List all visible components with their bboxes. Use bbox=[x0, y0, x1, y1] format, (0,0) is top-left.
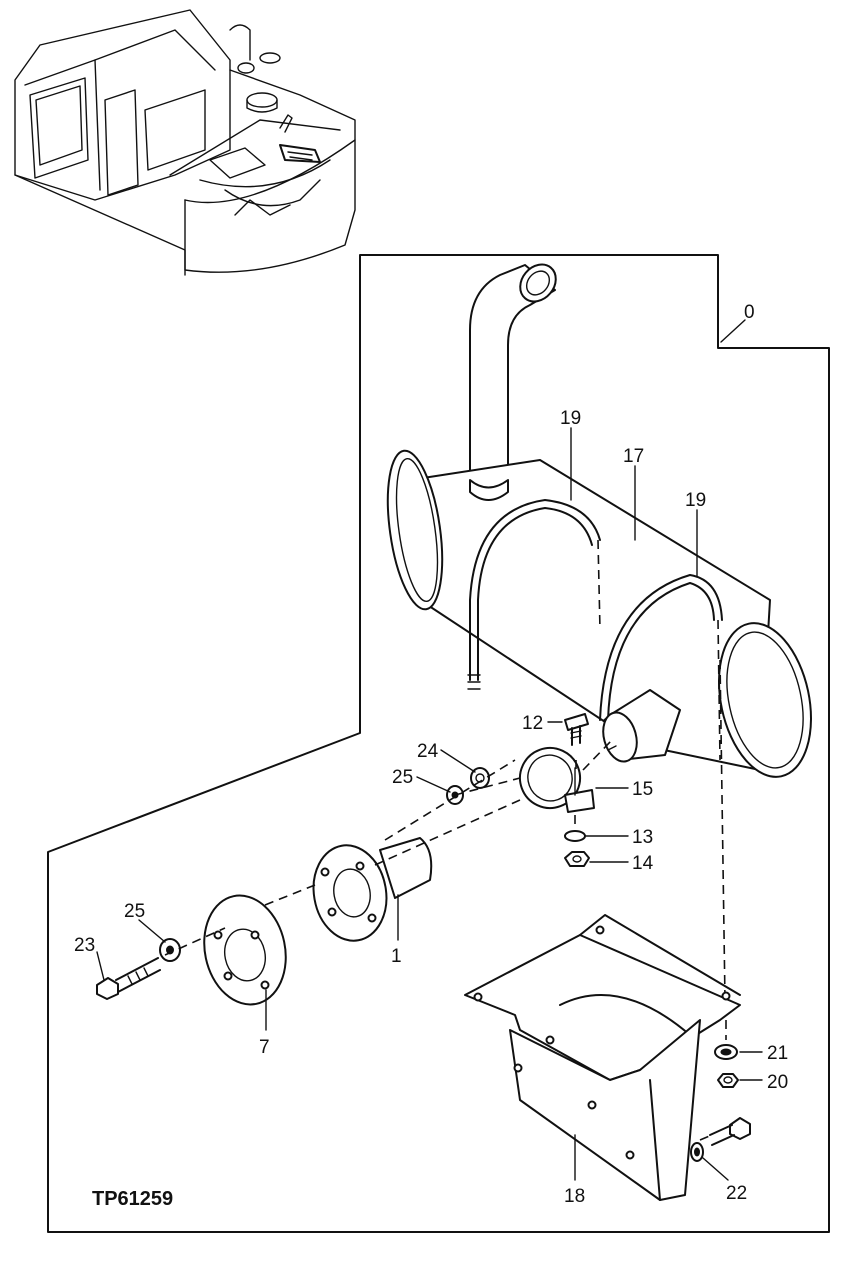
muffler-strap-19b bbox=[599, 574, 723, 761]
machine-locator-illustration bbox=[14, 9, 356, 276]
washer-20 bbox=[717, 1073, 739, 1088]
callout-22: 22 bbox=[726, 1183, 747, 1204]
callout-25-upper: 25 bbox=[392, 767, 413, 788]
figure-code: TP61259 bbox=[92, 1188, 173, 1210]
bolt-23 bbox=[96, 957, 161, 1000]
callout-14: 14 bbox=[632, 853, 654, 874]
callout-12: 12 bbox=[522, 713, 543, 734]
muffler-strap-19a bbox=[467, 499, 601, 690]
callout-17: 17 bbox=[623, 446, 644, 467]
callout-18: 18 bbox=[564, 1186, 585, 1207]
callout-19-lower-strap: 19 bbox=[685, 490, 706, 511]
exhaust-clamp bbox=[519, 747, 595, 813]
lock-washer-13 bbox=[564, 830, 586, 842]
callout-13: 13 bbox=[632, 827, 653, 848]
callout-1: 1 bbox=[391, 946, 402, 967]
muffler-inlet bbox=[602, 689, 681, 763]
bolt-12 bbox=[564, 713, 589, 746]
callout-15: 15 bbox=[632, 779, 653, 800]
callout-19-upper-strap: 19 bbox=[560, 408, 581, 429]
nut-14 bbox=[564, 851, 590, 867]
callout-20: 20 bbox=[767, 1072, 788, 1093]
washer-25-lower bbox=[159, 938, 181, 962]
flange-pipe-1 bbox=[312, 837, 433, 942]
leader-lines bbox=[96, 319, 763, 1181]
callout-24: 24 bbox=[417, 741, 439, 762]
nut-21 bbox=[714, 1044, 738, 1060]
bolt-22 bbox=[690, 1117, 751, 1162]
callout-7: 7 bbox=[259, 1037, 270, 1058]
exhaust-stack bbox=[464, 263, 557, 502]
callout-25-lower: 25 bbox=[124, 901, 145, 922]
callout-21: 21 bbox=[767, 1043, 788, 1064]
diagram-frame bbox=[47, 254, 830, 1233]
callout-0: 0 bbox=[744, 302, 755, 323]
muffler bbox=[386, 449, 812, 1001]
muffler-bracket-18 bbox=[464, 914, 741, 1201]
callout-23: 23 bbox=[74, 935, 95, 956]
gasket-plate-7 bbox=[203, 894, 287, 1006]
